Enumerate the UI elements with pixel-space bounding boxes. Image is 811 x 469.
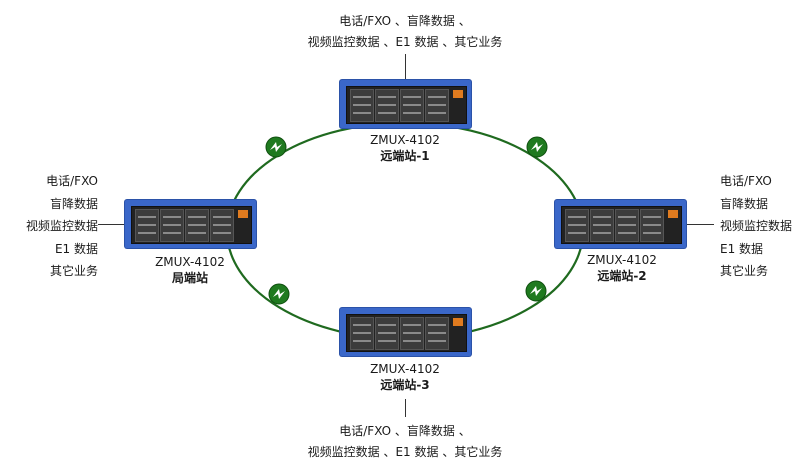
top-service-link: [405, 54, 406, 80]
service-item: E1 数据: [720, 241, 764, 256]
station-top-label: ZMUX-4102 远端站-1: [335, 132, 475, 164]
device-top: [340, 80, 471, 128]
service-item: 盲降数据: [49, 196, 98, 211]
services-top: 电话/FXO 、盲降数据 、 视频监控数据 、E1 数据 、其它业务: [255, 11, 555, 53]
device-right: [555, 200, 686, 248]
service-item: 视频监控数据: [720, 219, 793, 233]
service-item: E1 数据: [54, 241, 98, 256]
services-line: 视频监控数据 、E1 数据 、其它业务: [307, 445, 503, 459]
station-left-label: ZMUX-4102 局端站: [120, 254, 260, 286]
services-line: 视频监控数据 、E1 数据 、其它业务: [307, 35, 503, 49]
services-line: 电话/FXO 、盲降数据 、: [339, 14, 471, 28]
device-left: [125, 200, 256, 248]
station-model: ZMUX-4102: [370, 362, 440, 376]
device-chassis: [131, 206, 252, 244]
services-line: 电话/FXO 、盲降数据 、: [339, 424, 471, 438]
service-item: 电话/FXO: [720, 174, 772, 188]
station-bottom-label: ZMUX-4102 远端站-3: [335, 361, 475, 393]
service-item: 其它业务: [720, 264, 769, 278]
bottom-service-link: [405, 399, 406, 417]
station-name: 远端站-1: [380, 149, 430, 163]
device-bottom: [340, 308, 471, 356]
service-item: 其它业务: [49, 264, 98, 278]
fiber-connector-icon: [268, 283, 290, 305]
device-chassis: [346, 314, 467, 352]
services-right: 电话/FXO 盲降数据 视频监控数据 E1 数据 其它业务: [720, 170, 808, 283]
station-name: 远端站-2: [597, 269, 647, 283]
station-right-label: ZMUX-4102 远端站-2: [552, 252, 692, 284]
services-bottom: 电话/FXO 、盲降数据 、 视频监控数据 、E1 数据 、其它业务: [255, 421, 555, 463]
station-name: 远端站-3: [380, 378, 430, 392]
station-model: ZMUX-4102: [587, 253, 657, 267]
device-chassis: [346, 86, 467, 124]
fiber-connector-icon: [265, 136, 287, 158]
station-name: 局端站: [171, 271, 208, 285]
station-model: ZMUX-4102: [155, 255, 225, 269]
fiber-connector-icon: [525, 280, 547, 302]
station-model: ZMUX-4102: [370, 133, 440, 147]
fiber-connector-icon: [526, 136, 548, 158]
device-chassis: [561, 206, 682, 244]
service-item: 电话/FXO: [46, 174, 98, 188]
service-item: 盲降数据: [720, 196, 769, 211]
service-item: 视频监控数据: [25, 219, 98, 233]
services-left: 电话/FXO 盲降数据 视频监控数据 E1 数据 其它业务: [8, 170, 98, 283]
left-service-link: [98, 224, 126, 225]
right-service-link: [686, 224, 714, 225]
